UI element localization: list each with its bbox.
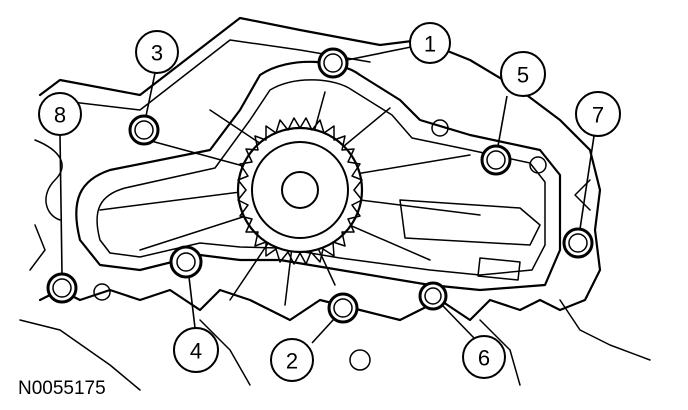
- bolt-heads: [46, 47, 594, 324]
- callout-4: 4: [173, 327, 219, 373]
- bolt-6: [418, 281, 448, 311]
- bolt-1: [317, 47, 349, 79]
- callout-8: 8: [38, 92, 82, 136]
- callout-label: 4: [190, 339, 202, 364]
- callout-3: 3: [135, 30, 179, 74]
- bolt-3: [128, 114, 160, 146]
- impeller: [99, 91, 481, 306]
- callout-label: 7: [592, 103, 604, 128]
- callout-label: 8: [54, 103, 66, 128]
- callout-label: 1: [424, 32, 436, 57]
- callout-5: 5: [500, 51, 546, 97]
- leader-lines: [59, 46, 595, 344]
- bolt-7: [562, 227, 594, 259]
- callouts: 1 2 3 4 5 6 7 8: [38, 22, 621, 382]
- callout-2: 2: [270, 338, 314, 382]
- bolt-4: [169, 245, 203, 279]
- callout-label: 6: [478, 346, 490, 371]
- callout-7: 7: [575, 91, 621, 137]
- callout-6: 6: [462, 335, 506, 379]
- callout-1: 1: [409, 22, 451, 64]
- reference-code: N0055175: [18, 378, 106, 399]
- callout-label: 5: [517, 63, 529, 88]
- bolt-8: [46, 272, 78, 304]
- bolt-5: [480, 144, 512, 176]
- callout-label: 2: [286, 349, 298, 374]
- callout-label: 3: [151, 41, 163, 66]
- bolt-2: [327, 292, 359, 324]
